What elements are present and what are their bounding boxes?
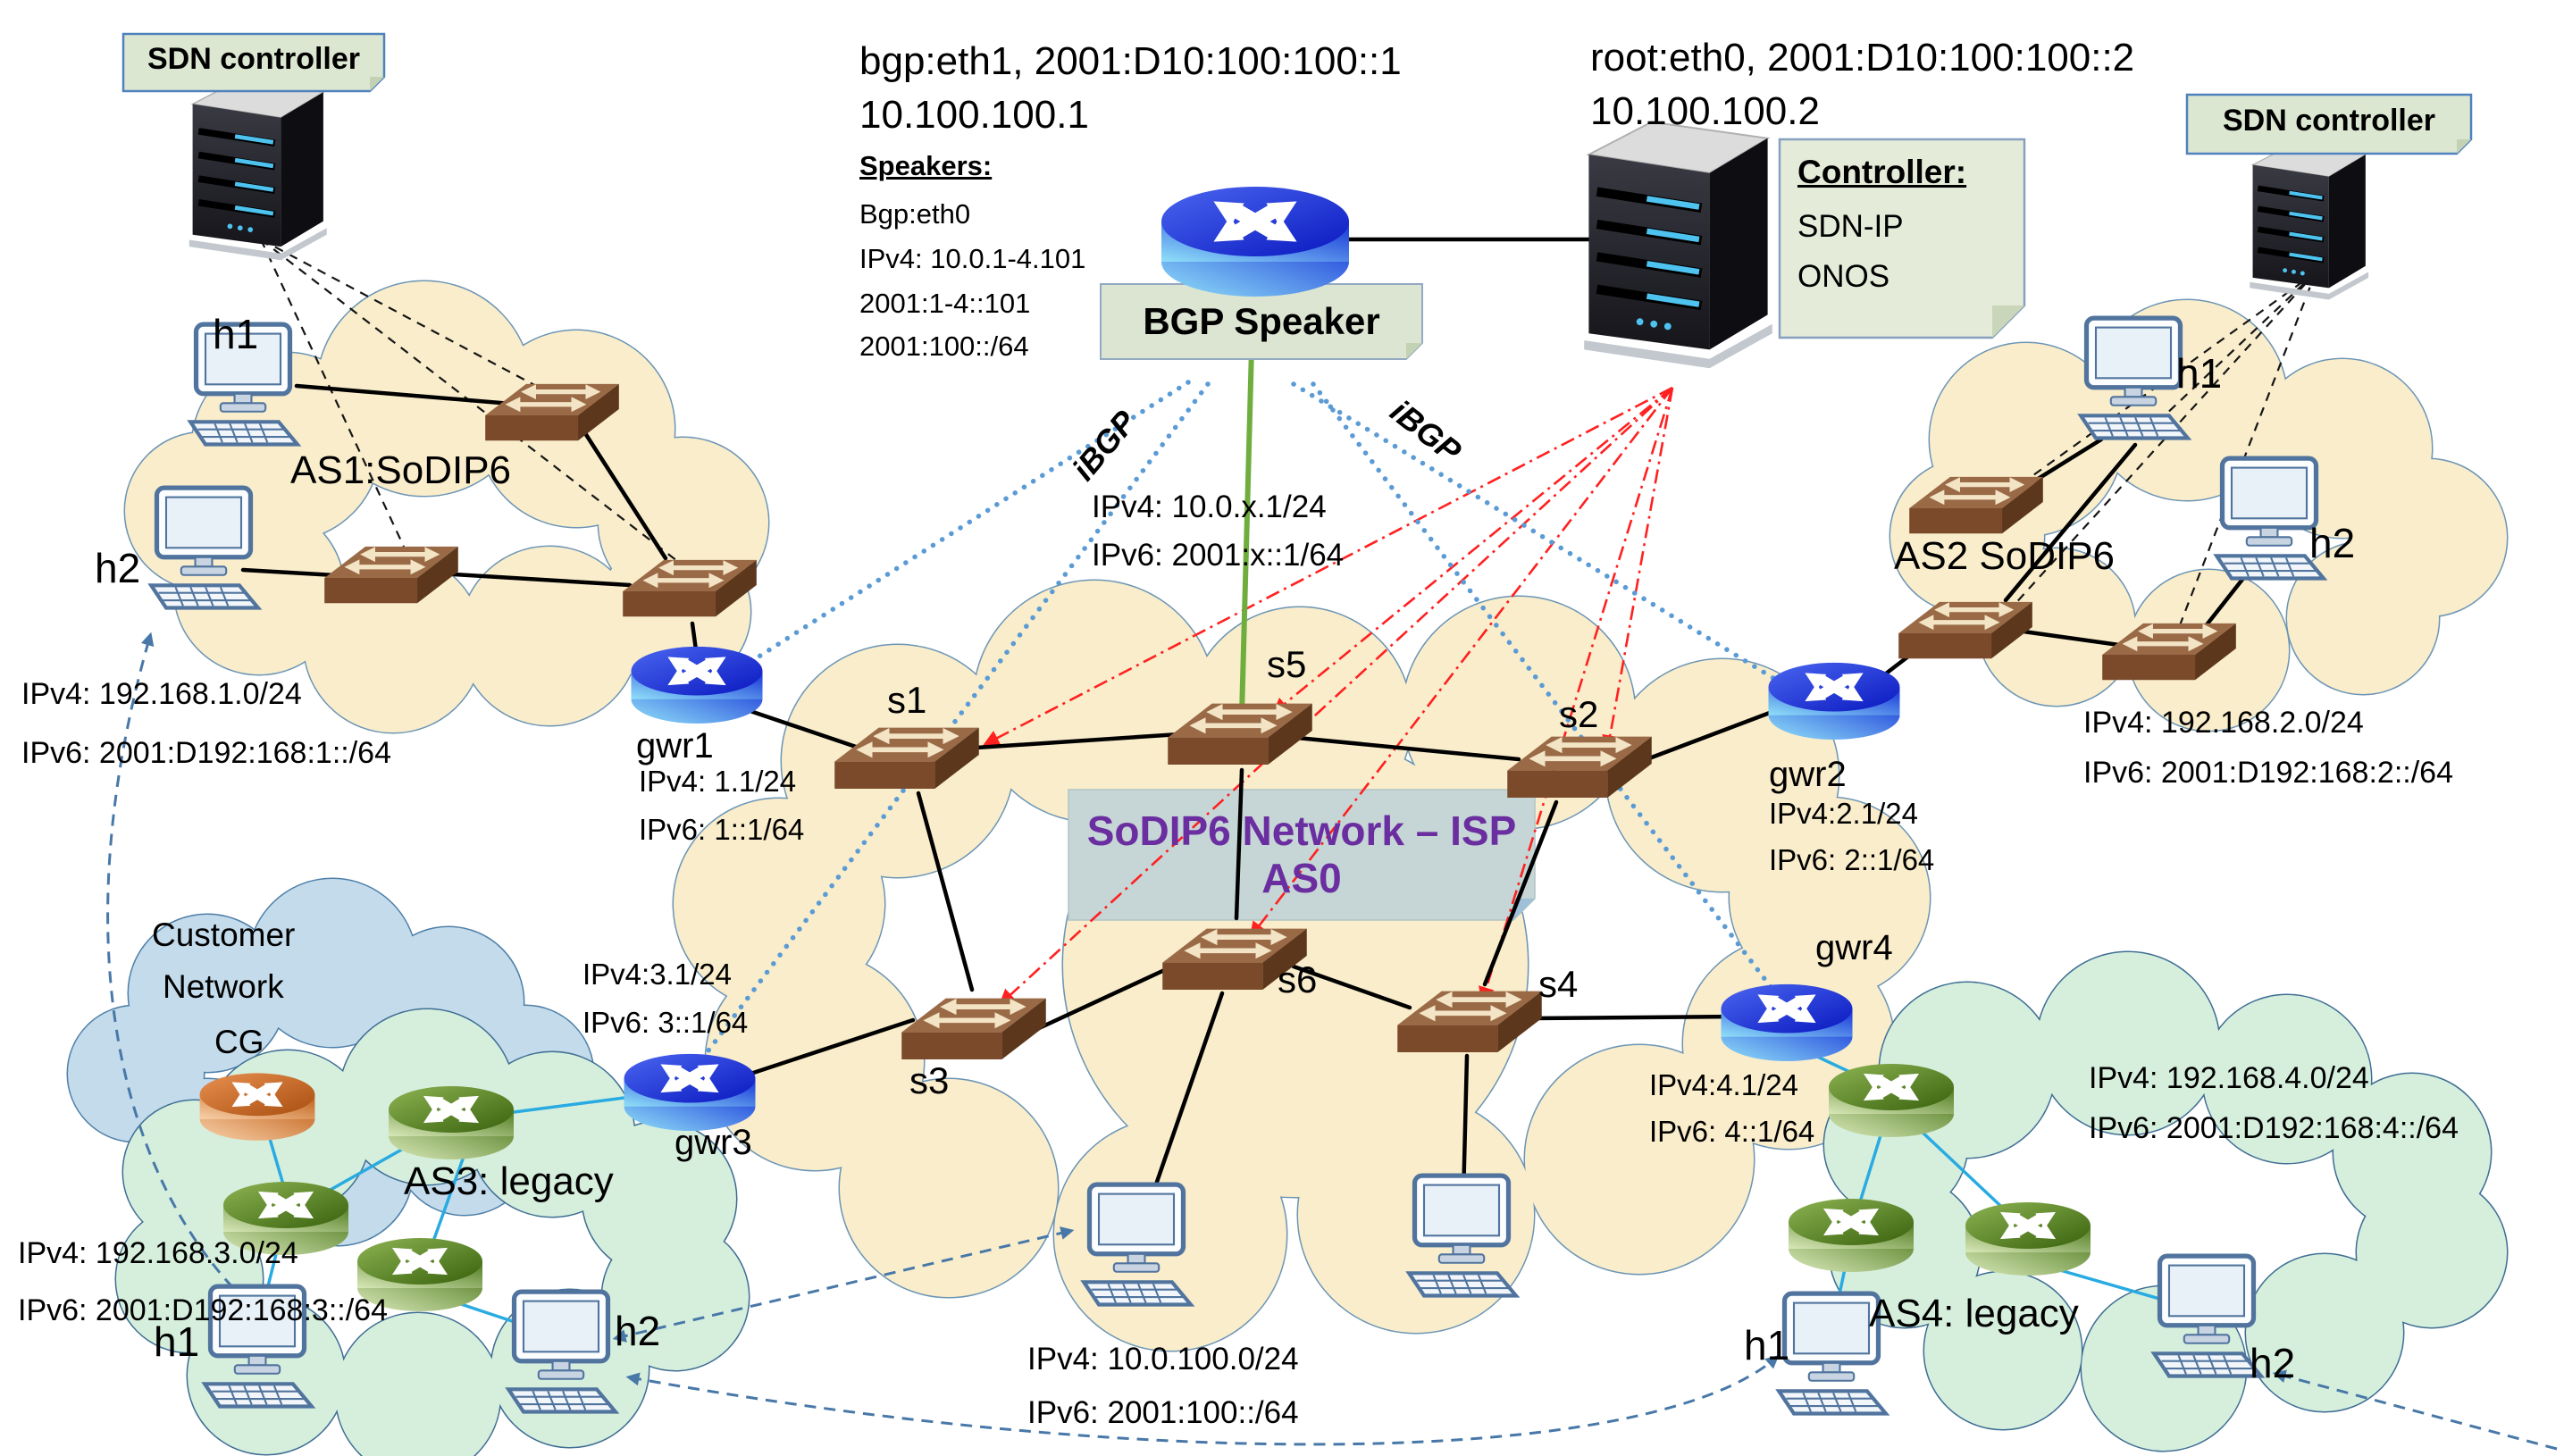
- as1-h1-label: h1: [213, 311, 259, 357]
- speaker-line-1: Bgp:eth0: [859, 198, 971, 230]
- s4-label: s4: [1538, 963, 1579, 1005]
- as2-h1-label: h1: [2176, 350, 2223, 397]
- gwr2-router-icon: [1769, 663, 1900, 740]
- openflow-control-links: [983, 386, 1674, 1006]
- as4-router3-icon: [1965, 1202, 2091, 1276]
- controller-note-heading: Controller:: [1797, 154, 1967, 190]
- customer-label-line1: Customer: [152, 916, 296, 953]
- sdn-controller-server-left-icon: [189, 80, 327, 260]
- controller-note-box: [1778, 138, 2026, 339]
- cg-label: CG: [214, 1024, 264, 1060]
- as3-h1-label: h1: [154, 1318, 200, 1365]
- as4-h1-label: h1: [1744, 1322, 1790, 1368]
- as1-h2-label: h2: [95, 545, 141, 591]
- core-switch-ipv6-note: IPv6: 2001:x::1/64: [1092, 538, 1345, 573]
- customer-label-line2: Network: [163, 968, 284, 1005]
- bgp-speaker-label: BGP Speaker: [1143, 299, 1380, 342]
- as3-ipv4: IPv4: 192.168.3.0/24: [18, 1236, 298, 1270]
- as4-h2-computer-icon: [2154, 1256, 2261, 1376]
- as3-ipv6: IPv6: 2001:D192:168:3::/64: [18, 1293, 388, 1327]
- traffic-flow-arrows: [106, 632, 2558, 1451]
- core-host-ipv6-note: IPv6: 2001:100::/64: [1027, 1395, 1299, 1430]
- s5-label: s5: [1267, 643, 1307, 685]
- core-host2-computer-icon: [1409, 1176, 1516, 1295]
- gwr1-router-icon: [632, 647, 763, 724]
- root-eth0-line: root:eth0, 2001:D10:100:100::2: [1590, 36, 2135, 79]
- gwr3-label: gwr3: [675, 1123, 752, 1162]
- root-controller-server-icon: [1584, 122, 1772, 369]
- cg-router-icon: [200, 1073, 315, 1140]
- controller-note-line-1: SDN-IP: [1797, 209, 1904, 244]
- gwr3-router-icon: [624, 1054, 756, 1131]
- as3-label: AS3: legacy: [404, 1159, 614, 1203]
- sdn-controller-label-right: SDN controller: [2222, 104, 2436, 138]
- as2-h1-computer-icon: [2081, 318, 2188, 438]
- s3-label: s3: [909, 1059, 950, 1101]
- as2-h2-label: h2: [2309, 520, 2356, 566]
- as2-ipv6: IPv6: 2001:D192:168:2::/64: [2083, 756, 2453, 790]
- bgp-speaker-label-box: [1100, 283, 1423, 360]
- speaker-s5-link: [1239, 314, 1255, 715]
- as4-h2-label: h2: [2250, 1340, 2296, 1386]
- as3-h2-label: h2: [615, 1308, 661, 1354]
- as1-ipv6: IPv6: 2001:D192:168:1::/64: [21, 736, 391, 770]
- gwr1-ipv4: IPv4: 1.1/24: [639, 765, 797, 798]
- speaker-line-2: IPv4: 10.0.1-4.101: [859, 243, 1086, 274]
- as4-ipv6: IPv6: 2001:D192:168:4::/64: [2089, 1111, 2459, 1145]
- root-ipv4: 10.100.100.2: [1590, 89, 1820, 133]
- s3-switch-icon: [901, 999, 1046, 1059]
- speakers-heading: Speakers:: [859, 150, 993, 181]
- gwr1-ipv6: IPv6: 1::1/64: [639, 813, 805, 846]
- as4-router1-icon: [1829, 1064, 1954, 1137]
- isp-label-line1: SoDIP6 Network – ISP: [1086, 807, 1517, 855]
- gwr4-router-icon: [1722, 984, 1853, 1061]
- gwr3-ipv6: IPv6: 3::1/64: [582, 1006, 749, 1039]
- bgp-ipv4: 10.100.100.1: [859, 93, 1089, 137]
- s1-label: s1: [887, 679, 927, 721]
- core-host1-computer-icon: [1084, 1184, 1191, 1304]
- core-switch-ipv4-note: IPv4: 10.0.x.1/24: [1092, 490, 1327, 524]
- sdn-controller-label-left: SDN controller: [147, 42, 361, 77]
- as2-label: AS2 SoDIP6: [1894, 534, 2116, 578]
- sdn-controller-label-box-left: [121, 32, 386, 93]
- isp-as0-box: [1068, 789, 1536, 921]
- gwr1-label: gwr1: [636, 726, 714, 766]
- gwr4-ipv4: IPv4:4.1/24: [1649, 1068, 1798, 1101]
- as3-router1-icon: [389, 1086, 514, 1159]
- as4-ipv4: IPv4: 192.168.4.0/24: [2089, 1061, 2369, 1095]
- bgp-speaker-router-icon: [1161, 187, 1349, 297]
- gwr4-label: gwr4: [1815, 928, 1893, 967]
- as4-cloud: [1822, 950, 2509, 1452]
- isp-as0-label: SoDIP6 Network – ISP AS0: [1068, 790, 1535, 920]
- as4-router2-icon: [1789, 1199, 1914, 1272]
- gwr2-ipv4: IPv4:2.1/24: [1769, 797, 1918, 830]
- as1-ipv4: IPv4: 192.168.1.0/24: [21, 677, 302, 711]
- controller-note-line-2: ONOS: [1797, 259, 1890, 294]
- as4-label: AS4: legacy: [1869, 1292, 2079, 1335]
- gwr2-label: gwr2: [1769, 755, 1847, 794]
- as2-h2-computer-icon: [2216, 458, 2324, 578]
- s6-label: s6: [1278, 958, 1318, 1000]
- as3-h2-computer-icon: [508, 1292, 616, 1411]
- ibgp-session-links: [703, 380, 1795, 1057]
- gwr2-ipv6: IPv6: 2::1/64: [1769, 843, 1935, 876]
- speaker-line-3: 2001:1-4::101: [859, 288, 1031, 319]
- as1-label: AS1:SoDIP6: [290, 448, 512, 492]
- sdn-controller-label-box-right: [2185, 93, 2473, 155]
- as1-h2-computer-icon: [151, 488, 258, 607]
- isp-label-line2: AS0: [1261, 855, 1342, 901]
- gwr4-ipv6: IPv6: 4::1/64: [1649, 1115, 1815, 1148]
- speaker-line-4: 2001:100::/64: [859, 331, 1029, 362]
- sdn-controller-server-right-icon: [2250, 145, 2368, 300]
- s2-label: s2: [1559, 693, 1599, 735]
- gwr3-ipv4: IPv4:3.1/24: [582, 958, 732, 991]
- bgp-eth1-line: bgp:eth1, 2001:D10:100:100::1: [859, 39, 1402, 83]
- as2-ipv4: IPv4: 192.168.2.0/24: [2083, 706, 2364, 740]
- core-host-ipv4-note: IPv4: 10.0.100.0/24: [1027, 1342, 1299, 1377]
